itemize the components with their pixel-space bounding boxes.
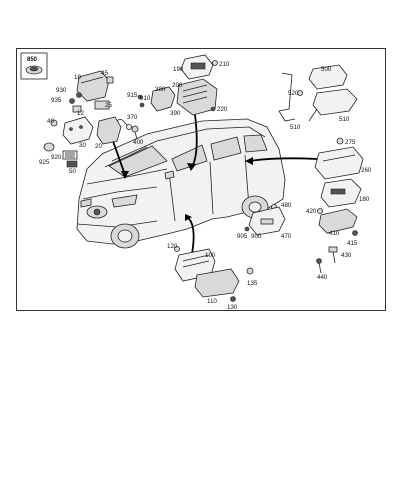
- part-30-module-icon: [62, 116, 94, 145]
- label-850: 850: [27, 57, 38, 63]
- part-400-sensor-icon: [131, 125, 139, 140]
- label-925: 925: [39, 159, 50, 166]
- part-130-screw-icon: [230, 296, 236, 302]
- parts-diagram: 850: [20, 52, 372, 311]
- label-370: 370: [127, 114, 138, 121]
- part-440-bolt-icon: [316, 258, 322, 274]
- label-275: 275: [345, 139, 356, 146]
- part-220-screw-icon: [210, 106, 216, 112]
- part-275-connector-icon: [336, 137, 344, 145]
- label-130: 130: [227, 304, 238, 311]
- label-500: 500: [321, 66, 332, 73]
- label-45: 45: [101, 70, 108, 77]
- label-930: 930: [56, 87, 67, 94]
- part-120-connector-icon: [174, 246, 180, 252]
- pointer-arrowhead-front: [121, 171, 129, 179]
- part-12-connector-icon: [72, 105, 82, 113]
- pointer-arrowhead-right: [245, 157, 253, 165]
- label-480: 480: [281, 202, 292, 209]
- pointer-arrowhead-bottom: [185, 214, 192, 221]
- part-50-connector-icon: [66, 160, 78, 168]
- label-915: 915: [127, 92, 138, 99]
- part-210-screw-icon: [212, 60, 218, 66]
- part-190-cover-icon: [180, 54, 214, 80]
- label-40: 40: [47, 118, 54, 125]
- part-415-screw-icon: [352, 230, 358, 236]
- part-905-screw-icon: [244, 226, 250, 232]
- part-180-control-unit-icon: [320, 178, 362, 208]
- label-520: 520: [288, 90, 299, 97]
- part-45-clip-icon: [106, 76, 114, 84]
- label-470: 470: [281, 233, 292, 240]
- label-10: 10: [74, 74, 81, 81]
- part-925-sensor-icon: [43, 142, 55, 152]
- label-100: 100: [205, 252, 216, 259]
- part-850-badge-icon: [20, 52, 48, 80]
- part-420-screw-icon: [317, 208, 323, 214]
- part-520-screw-icon: [297, 90, 303, 96]
- label-210: 210: [219, 61, 230, 68]
- pointer-arrow-right: [248, 157, 318, 162]
- part-915-screw-icon: [137, 94, 143, 100]
- label-510-left: 510: [290, 124, 301, 131]
- part-920-vent-icon: [62, 150, 78, 160]
- label-180: 180: [359, 196, 370, 203]
- part-935-screw-icon: [69, 98, 75, 104]
- label-120: 120: [167, 243, 178, 250]
- label-440: 440: [317, 274, 328, 281]
- label-510-right: 510: [339, 116, 350, 123]
- part-510-bracket-right-icon: [308, 88, 358, 122]
- pointer-arrowhead-top: [187, 163, 196, 171]
- label-25: 25: [105, 102, 112, 109]
- part-930-screw-icon: [76, 92, 82, 98]
- label-935: 935: [51, 97, 62, 104]
- part-910-screw-icon: [139, 102, 145, 108]
- label-410: 410: [329, 230, 340, 237]
- part-110-bracket-icon: [194, 268, 240, 298]
- label-200: 200: [172, 82, 183, 89]
- label-905: 905: [237, 233, 248, 240]
- label-420: 420: [306, 208, 317, 215]
- label-390: 390: [170, 110, 181, 117]
- label-30: 30: [79, 142, 86, 149]
- part-135-grommet-icon: [246, 267, 254, 275]
- label-430: 430: [341, 252, 352, 259]
- part-20-sensor-icon: [96, 116, 122, 145]
- label-50: 50: [69, 168, 76, 175]
- label-900: 900: [251, 233, 262, 240]
- part-410-bracket-icon: [318, 208, 358, 234]
- label-12: 12: [77, 110, 84, 117]
- part-40-grommet-icon: [50, 119, 58, 127]
- label-20: 20: [95, 143, 102, 150]
- part-430-bolt-icon: [328, 246, 338, 264]
- label-110: 110: [207, 298, 217, 305]
- vehicle-outline-icon: [76, 118, 286, 249]
- part-380-module-icon: [150, 86, 176, 112]
- part-470-module-icon: [248, 206, 286, 236]
- part-500-module-icon: [308, 64, 348, 90]
- part-510-bracket-left-icon: [278, 72, 296, 122]
- part-370-cable-icon: [116, 119, 132, 130]
- label-920: 920: [51, 154, 62, 161]
- part-25-bracket-icon: [94, 100, 110, 110]
- label-135: 135: [247, 280, 258, 287]
- parts-diagram-frame: 850: [16, 48, 386, 311]
- label-400: 400: [133, 139, 144, 146]
- part-10-housing-icon: [76, 70, 110, 102]
- label-910: 910: [140, 95, 151, 102]
- label-260: 260: [361, 167, 372, 174]
- label-415: 415: [347, 240, 358, 247]
- label-380: 380: [155, 86, 166, 93]
- part-260-control-unit-icon: [314, 146, 364, 180]
- label-220: 220: [217, 106, 228, 113]
- pointer-arrow-front: [112, 140, 126, 176]
- label-190: 190: [173, 66, 184, 73]
